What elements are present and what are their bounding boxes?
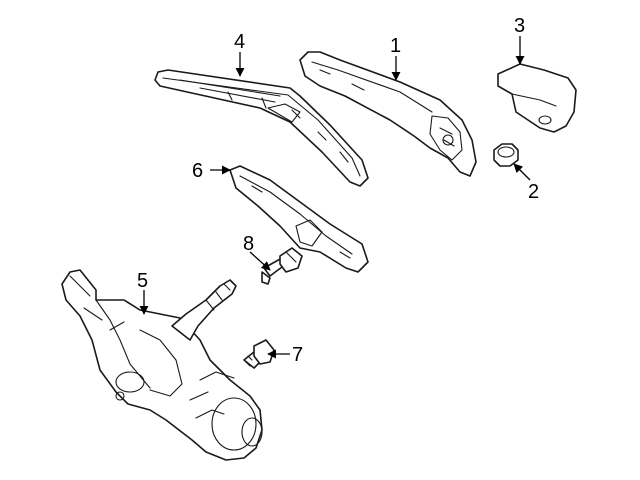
callout-8: 8 bbox=[243, 233, 254, 255]
leader-8 bbox=[249, 251, 271, 271]
callout-6: 6 bbox=[192, 160, 203, 182]
blade-insert-part bbox=[229, 165, 369, 273]
cover-cap-part bbox=[497, 63, 577, 133]
nut-part bbox=[493, 143, 519, 167]
wiper-arm-part bbox=[299, 51, 477, 177]
wiper-blade-part bbox=[154, 69, 369, 187]
leader-2 bbox=[513, 163, 531, 181]
callout-7: 7 bbox=[292, 344, 303, 366]
wiper-motor-part bbox=[61, 269, 263, 461]
pivot-bolt-part bbox=[261, 247, 303, 285]
callout-5: 5 bbox=[137, 270, 148, 292]
callout-4: 4 bbox=[234, 31, 245, 53]
callout-2: 2 bbox=[528, 181, 539, 203]
callout-1: 1 bbox=[390, 35, 401, 57]
callout-3: 3 bbox=[514, 15, 525, 37]
